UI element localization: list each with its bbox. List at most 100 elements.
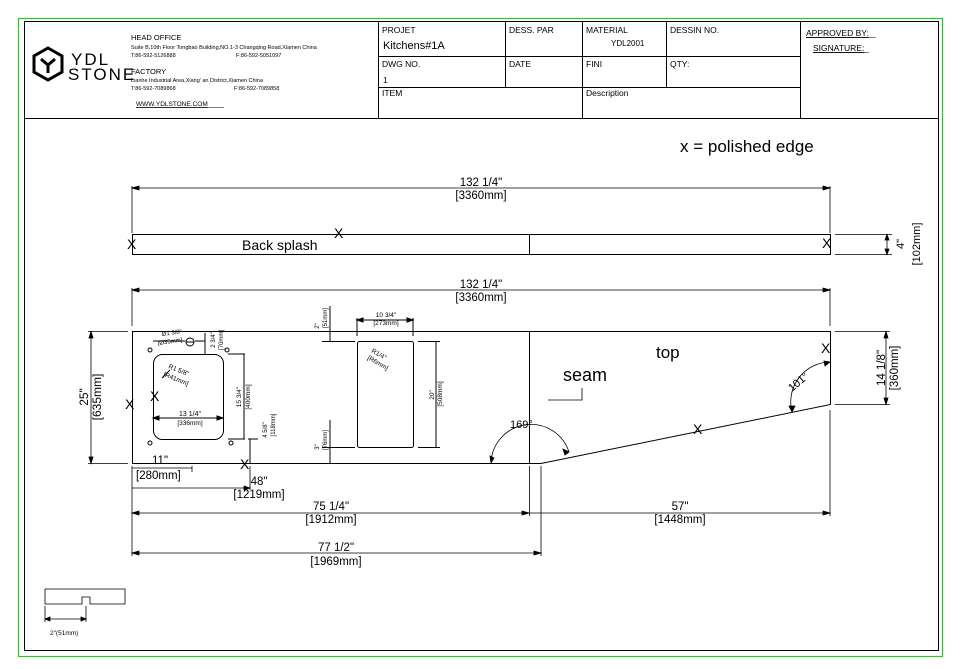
date-label: DATE bbox=[509, 59, 531, 69]
title-block bbox=[25, 22, 938, 119]
cooktop-front-in: 3" bbox=[315, 444, 321, 449]
right-depth-in: 14 1/8" bbox=[876, 350, 888, 386]
logo-text-stone: STONE bbox=[68, 65, 136, 84]
polished-edge-legend: x = polished edge bbox=[680, 137, 814, 156]
dessin-no-label: DESSIN NO. bbox=[670, 25, 719, 35]
backsplash-height-in: 4" bbox=[895, 239, 907, 249]
top-length-in: 132 1/4" bbox=[460, 279, 502, 291]
faucet-hole-mm: [Ø35mm] bbox=[157, 338, 183, 347]
polished-edge-mark: X bbox=[693, 421, 703, 437]
item-label: ITEM bbox=[382, 88, 402, 98]
polished-edge-mark: X bbox=[821, 340, 831, 356]
material-value: YDL2001 bbox=[611, 39, 645, 48]
backsplash-height-dimension bbox=[835, 233, 892, 256]
left-depth-in: 25" bbox=[77, 388, 91, 406]
sink-offset-mm: [280mm] bbox=[136, 470, 181, 482]
top-length-dimension bbox=[130, 287, 832, 326]
head-office-tel: T:86-592-5126888 bbox=[131, 53, 176, 59]
dess-par-label: DESS. PAR bbox=[509, 25, 554, 35]
head-office-address: Suite B,10th Floor Tongbao Building,NO.1… bbox=[131, 45, 318, 51]
logo-hexagon-icon bbox=[32, 46, 64, 82]
run-75-mm: [1912mm] bbox=[305, 514, 356, 526]
cooktop-top-in: 2" bbox=[315, 323, 321, 328]
polished-edge-mark: X bbox=[334, 225, 344, 241]
run-48-mm: [1219mm] bbox=[233, 489, 284, 501]
sink-depth-in: 15 3/4" bbox=[236, 386, 243, 407]
outer-frame bbox=[17, 17, 944, 658]
sink-front-mm: [118mm] bbox=[271, 413, 277, 436]
sink-front-in: 4 5/8" bbox=[263, 422, 269, 437]
company-logo: YDL STONE bbox=[32, 46, 136, 84]
approved-by-label: APPROVED BY: bbox=[806, 28, 869, 38]
material-label: MATERIAL bbox=[586, 25, 628, 35]
signature-label: SIGNATURE: bbox=[813, 43, 864, 53]
factory-fax: F:86-592-7089858 bbox=[234, 86, 279, 92]
sink-width-in: 13 1/4" bbox=[179, 411, 201, 418]
faucet-offset-in: 2 3/4" bbox=[211, 332, 217, 347]
qty-label: QTY: bbox=[670, 59, 689, 69]
company-info: HEAD OFFICE Suite B,10th Floor Tongbao B… bbox=[131, 33, 318, 108]
run-77-in: 77 1/2" bbox=[318, 542, 354, 554]
cooktop-width-mm: [273mm] bbox=[373, 320, 398, 327]
head-office-title: HEAD OFFICE bbox=[131, 33, 181, 42]
cooktop-depth-mm: [508mm] bbox=[437, 381, 444, 406]
sink-cutout bbox=[147, 333, 258, 463]
sink-width-mm: [336mm] bbox=[177, 420, 202, 427]
angle-169-marker bbox=[489, 424, 570, 465]
backsplash-length-mm: [3360mm] bbox=[455, 190, 506, 202]
top-label: top bbox=[656, 343, 680, 362]
polished-edge-marks: X X X X X X X X bbox=[125, 225, 832, 472]
backsplash-piece bbox=[132, 234, 831, 255]
left-depth-mm: [635mm] bbox=[90, 374, 104, 421]
angle-169-label: 169° bbox=[510, 419, 533, 431]
head-office-fax: F:86-592-5051097 bbox=[236, 53, 281, 59]
website-link[interactable]: WWW.YDLSTONE.COM bbox=[136, 101, 208, 108]
run-57-in: 57" bbox=[672, 501, 689, 513]
polished-edge-mark: X bbox=[125, 396, 135, 412]
factory-address: Lianhe Industrial Area,Xiang' an Distric… bbox=[131, 78, 264, 84]
factory-tel: T:86-592-7089868 bbox=[131, 86, 176, 92]
polished-edge-mark: X bbox=[150, 388, 160, 404]
run-75-in: 75 1/4" bbox=[313, 501, 349, 513]
description-label: Description bbox=[586, 88, 629, 98]
sink-offset-in: 11" bbox=[152, 455, 168, 467]
seam-label: seam bbox=[563, 365, 607, 385]
cooktop-top-mm: [51mm] bbox=[323, 308, 329, 328]
run-57-mm: [1448mm] bbox=[654, 514, 705, 526]
faucet-hole-in: Ø1 3/8" bbox=[161, 329, 182, 338]
angle-101-marker bbox=[788, 360, 831, 413]
title-block-fields: PROJET Kitchens#1A DESS. PAR MATERIAL YD… bbox=[382, 25, 876, 98]
factory-title: FACTORY bbox=[131, 67, 166, 76]
logo-text-ydl: YDL bbox=[71, 50, 110, 69]
faucet-offset-mm: [70mm] bbox=[219, 330, 225, 350]
bottom-dimensions bbox=[130, 410, 832, 556]
cooktop-depth-in: 20" bbox=[429, 390, 436, 400]
projet-value: Kitchens#1A bbox=[383, 40, 445, 52]
right-depth-dimension bbox=[835, 330, 890, 406]
polished-edge-mark: X bbox=[822, 235, 832, 251]
countertop-outline bbox=[132, 331, 831, 464]
left-depth-dimension bbox=[88, 330, 128, 465]
right-depth-mm: [360mm] bbox=[889, 346, 901, 391]
angle-101-label: 101° bbox=[786, 370, 811, 394]
cooktop-front-mm: [76mm] bbox=[323, 430, 329, 450]
backsplash-length-in: 132 1/4" bbox=[460, 177, 502, 189]
cooktop-cutout bbox=[322, 306, 440, 463]
run-48-in: 48" bbox=[251, 476, 268, 488]
seam-leader bbox=[548, 388, 583, 401]
top-length-mm: [3360mm] bbox=[455, 292, 506, 304]
inner-frame bbox=[24, 21, 939, 651]
edge-profile-detail bbox=[43, 588, 126, 622]
cooktop-width-in: 10 3/4" bbox=[376, 312, 397, 319]
run-77-mm: [1969mm] bbox=[310, 556, 361, 568]
fini-label: FINI bbox=[586, 59, 602, 69]
backsplash-length-dimension bbox=[130, 185, 832, 233]
projet-label: PROJET bbox=[382, 25, 416, 35]
backsplash-label: Back splash bbox=[242, 237, 317, 253]
edge-profile-label: 2"(51mm) bbox=[50, 630, 78, 637]
dwg-no-label: DWG NO. bbox=[382, 59, 420, 69]
sink-depth-mm: [400mm] bbox=[245, 384, 252, 409]
dwg-no-value: 1 bbox=[383, 75, 388, 85]
polished-edge-mark: X bbox=[240, 456, 250, 472]
